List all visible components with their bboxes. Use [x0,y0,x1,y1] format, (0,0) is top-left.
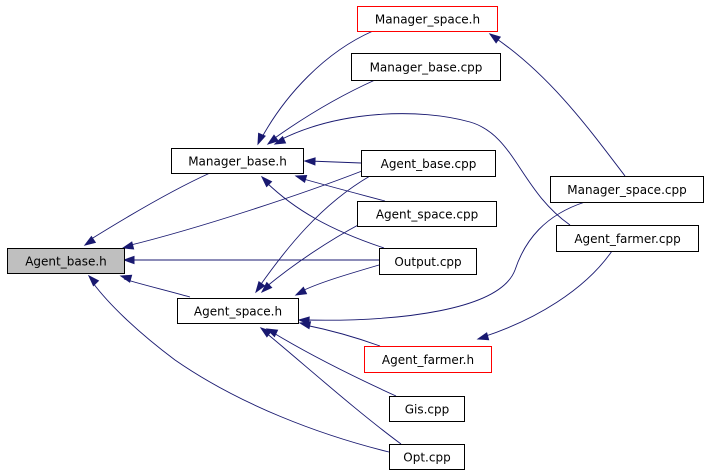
node-manager-space-cpp[interactable]: Manager_space.cpp [550,176,704,203]
node-label: Agent_farmer.cpp [574,232,680,246]
edge-agent_space_h-to-agent_farmer_h [298,321,381,347]
edge-agent_base_h-to-output_cpp [122,255,379,265]
edge-manager_base_h-to-output_cpp [260,175,385,249]
node-agent-farmer-cpp[interactable]: Agent_farmer.cpp [556,225,699,252]
arrowhead-icon [87,274,100,287]
node-box [364,346,492,373]
edge-line [92,282,390,453]
arrowhead-icon [476,332,490,341]
node-box [357,6,498,32]
edge-agent_space_h-to-agent_base_cpp [255,175,371,294]
node-box [556,225,699,252]
edge-line [271,331,397,397]
edge-line [123,278,191,298]
node-agent-base-cpp[interactable]: Agent_base.cpp [361,150,496,177]
arrowhead-icon [266,134,279,145]
node-agent-space-cpp[interactable]: Agent_space.cpp [357,201,497,227]
node-box [379,248,477,275]
edge-line [265,223,361,288]
node-output-cpp[interactable]: Output.cpp [379,248,477,275]
arrowhead-icon [122,255,135,265]
arrowhead-icon [260,175,273,188]
arrowhead-icon [119,274,133,283]
node-opt-cpp[interactable]: Opt.cpp [389,444,465,470]
node-label: Agent_farmer.h [382,353,474,367]
arrowhead-icon [273,135,287,145]
node-box [7,248,125,274]
node-box [171,148,304,174]
node-agent-farmer-h[interactable]: Agent_farmer.h [364,346,492,373]
edge-manager_base_h-to-manager_base_cpp [266,79,376,145]
node-box [550,176,704,203]
node-label: Agent_space.cpp [376,208,478,222]
edge-line [303,201,586,321]
edge-manager_space_h-to-manager_space_cpp [488,33,626,177]
edge-line [87,172,211,242]
edge-agent_base_h-to-opt_cpp [87,274,390,453]
edge-line [493,36,626,177]
edge-line [264,331,402,445]
arrowhead-icon [298,321,312,330]
edge-line [304,324,381,347]
arrowhead-icon [260,281,273,294]
node-gis-cpp[interactable]: Gis.cpp [389,396,465,422]
edge-manager_base_h-to-manager_space_h [257,30,374,146]
edge-line [299,177,386,202]
arrowhead-icon [488,33,502,44]
edge-line [299,264,380,293]
edge-manager_base_h-to-agent_base_cpp [303,157,362,166]
edge-agent_space_h-to-agent_space_cpp [260,223,361,294]
node-box [351,53,501,81]
node-manager-space-h[interactable]: Manager_space.h [357,6,498,32]
node-label: Manager_space.h [375,13,480,27]
arrowhead-icon [303,157,316,166]
edge-manager_base_h-to-agent_farmer_cpp [273,113,571,226]
arrowhead-icon [257,132,266,146]
node-manager-base-h[interactable]: Manager_base.h [171,148,304,174]
arrowhead-icon [259,327,272,338]
edge-agent_space_h-to-opt_cpp [259,327,402,445]
edge-line [265,181,385,249]
node-agent-space-h[interactable]: Agent_space.h [177,298,299,324]
arrowhead-icon [83,235,97,246]
edge-manager_base_h-to-agent_space_cpp [294,174,386,202]
node-label: Agent_base.cpp [381,157,477,171]
edge-agent_base_h-to-agent_base_cpp [121,170,363,250]
edge-agent_base_h-to-manager_base_h [83,172,211,246]
node-box [389,396,465,422]
arrowhead-icon [255,280,266,294]
node-label: Gis.cpp [405,403,450,417]
arrowhead-icon [121,241,135,250]
edge-line [260,30,374,140]
node-box [389,444,465,470]
node-label: Manager_base.cpp [370,61,483,75]
edge-line [126,170,363,247]
edge-agent_space_h-to-output_cpp [294,264,380,296]
edges-layer [83,30,626,453]
edge-line [482,250,613,338]
edge-line [258,175,371,288]
node-box [177,298,299,324]
arrowhead-icon [294,286,308,296]
node-manager-base-cpp[interactable]: Manager_base.cpp [351,53,501,81]
node-label: Agent_space.h [194,305,282,319]
node-box [357,201,497,227]
node-label: Output.cpp [394,255,461,269]
node-label: Manager_space.cpp [567,183,686,197]
edge-line [279,113,571,226]
edge-agent_farmer_h-to-agent_farmer_cpp [476,250,613,341]
edge-line [271,79,376,141]
node-label: Agent_base.h [25,255,107,269]
node-box [361,150,496,177]
edge-agent_base_h-to-agent_space_h [119,274,191,298]
arrowhead-icon [294,174,308,184]
node-label: Opt.cpp [403,451,450,465]
node-label: Manager_base.h [188,155,287,169]
node-agent-base-h[interactable]: Agent_base.h [7,248,125,274]
edge-line [308,160,362,164]
